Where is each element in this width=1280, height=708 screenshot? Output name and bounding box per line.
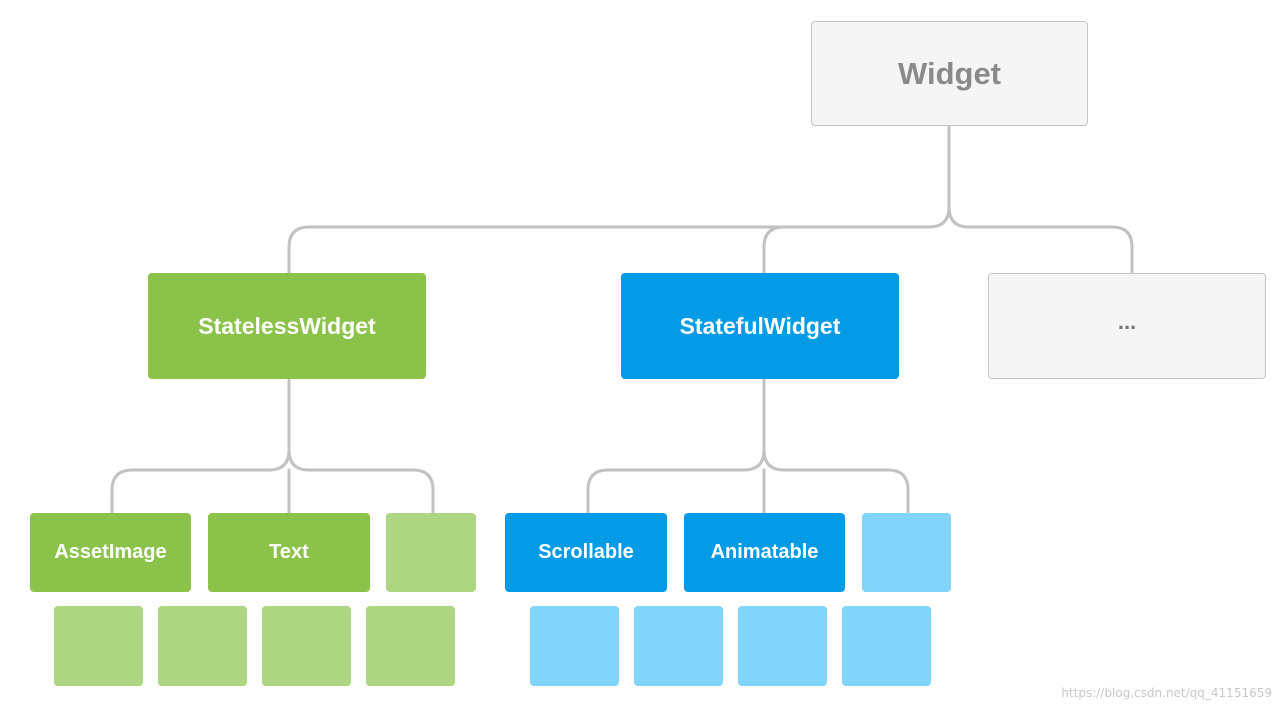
stateless-widget-node: StatelessWidget xyxy=(148,273,426,379)
text-label: Text xyxy=(269,541,309,563)
text-node: Text xyxy=(208,513,370,592)
scrollable-label: Scrollable xyxy=(538,541,634,563)
connector-root-right xyxy=(947,205,1134,275)
connector-stateless-right xyxy=(287,448,435,515)
stateless-descendant-node xyxy=(262,606,351,686)
widget-node: Widget xyxy=(811,21,1088,126)
stateful-widget-label: StatefulWidget xyxy=(679,312,841,339)
other-widgets-node: ... xyxy=(988,273,1266,379)
stateless-widget-label: StatelessWidget xyxy=(198,312,376,339)
watermark-text: https://blog.csdn.net/qq_41151659 xyxy=(1061,686,1272,700)
connector-stateless xyxy=(110,377,291,515)
other-widgets-label: ... xyxy=(1117,309,1137,334)
stateful-widget-node: StatefulWidget xyxy=(621,273,899,379)
stateless-descendant-node xyxy=(54,606,143,686)
connector-root-middle xyxy=(762,225,786,275)
stateful-more-node xyxy=(862,513,951,592)
stateful-descendant-node xyxy=(842,606,931,686)
scrollable-node: Scrollable xyxy=(505,513,667,592)
connector-stateful xyxy=(586,377,766,515)
stateless-descendant-node xyxy=(366,606,455,686)
connector-root xyxy=(287,124,951,275)
animatable-node: Animatable xyxy=(684,513,845,592)
asset-image-label: AssetImage xyxy=(54,541,167,563)
stateful-descendant-node xyxy=(530,606,619,686)
animatable-label: Animatable xyxy=(710,541,819,563)
connector-stateful-right xyxy=(762,448,910,515)
widget-label: Widget xyxy=(897,55,1002,91)
stateless-more-node xyxy=(386,513,476,592)
stateless-descendant-node xyxy=(158,606,247,686)
asset-image-node: AssetImage xyxy=(30,513,191,592)
stateful-descendant-node xyxy=(634,606,723,686)
stateful-descendant-node xyxy=(738,606,827,686)
